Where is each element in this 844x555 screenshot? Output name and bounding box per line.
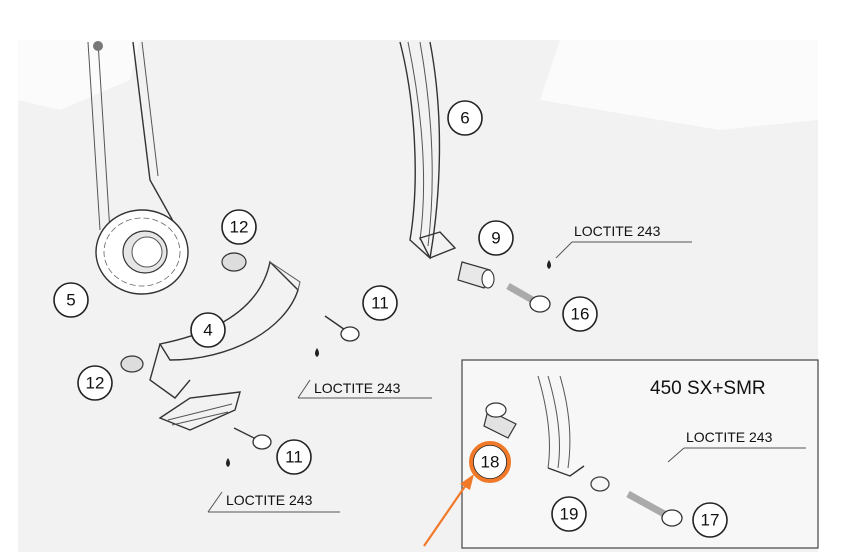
callout-number: 16	[571, 305, 590, 324]
sprocket-icon	[95, 209, 189, 295]
callout-6: 6	[447, 100, 483, 136]
washer-icon	[590, 476, 610, 492]
callout-11-top: 11	[362, 285, 398, 321]
callout-5: 5	[53, 282, 89, 318]
callout-12-bottom: 12	[77, 365, 113, 401]
callout-number: 9	[491, 229, 500, 248]
callout-number: 12	[230, 218, 249, 237]
arrow-pointer-icon	[423, 474, 474, 547]
callout-17: 17	[692, 502, 728, 538]
loctite-note-d: LOCTITE 243	[667, 429, 806, 463]
loctite-label: LOCTITE 243	[226, 492, 313, 508]
callout-16: 16	[562, 296, 598, 332]
loctite-label: LOCTITE 243	[574, 223, 661, 239]
loctite-label: LOCTITE 243	[686, 429, 773, 445]
bolt-icon	[233, 315, 360, 450]
callout-number: 11	[371, 294, 389, 313]
callout-number: 12	[86, 374, 105, 393]
guide-rail-drawing	[399, 41, 457, 260]
timing-chain-drawing	[87, 41, 179, 233]
callout-number: 11	[285, 448, 303, 467]
loctite-note-c: LOCTITE 243	[555, 223, 692, 259]
callout-18: 18	[469, 441, 511, 483]
callout-number: 6	[460, 109, 469, 128]
loctite-note-a: LOCTITE 243	[297, 379, 432, 399]
callout-number: 4	[203, 321, 212, 340]
callout-11-bottom: 11	[276, 439, 312, 475]
variant-inset	[461, 359, 819, 549]
sleeve-bolt-group	[457, 261, 551, 313]
callout-4: 4	[190, 312, 226, 348]
loctite-label: LOCTITE 243	[314, 380, 401, 396]
sleeve-icon	[120, 252, 247, 373]
callout-number: 18	[481, 453, 500, 472]
callout-number: 5	[66, 291, 75, 310]
inset-title: 450 SX+SMR	[650, 378, 766, 399]
loctite-note-b: LOCTITE 243	[207, 491, 340, 513]
callout-number: 17	[701, 511, 720, 530]
callout-number: 19	[560, 505, 579, 524]
callout-12-top: 12	[221, 209, 257, 245]
highlight-ring	[469, 441, 511, 483]
callout-19: 19	[551, 496, 587, 532]
callout-9: 9	[478, 220, 514, 256]
background-haze	[18, 40, 818, 552]
